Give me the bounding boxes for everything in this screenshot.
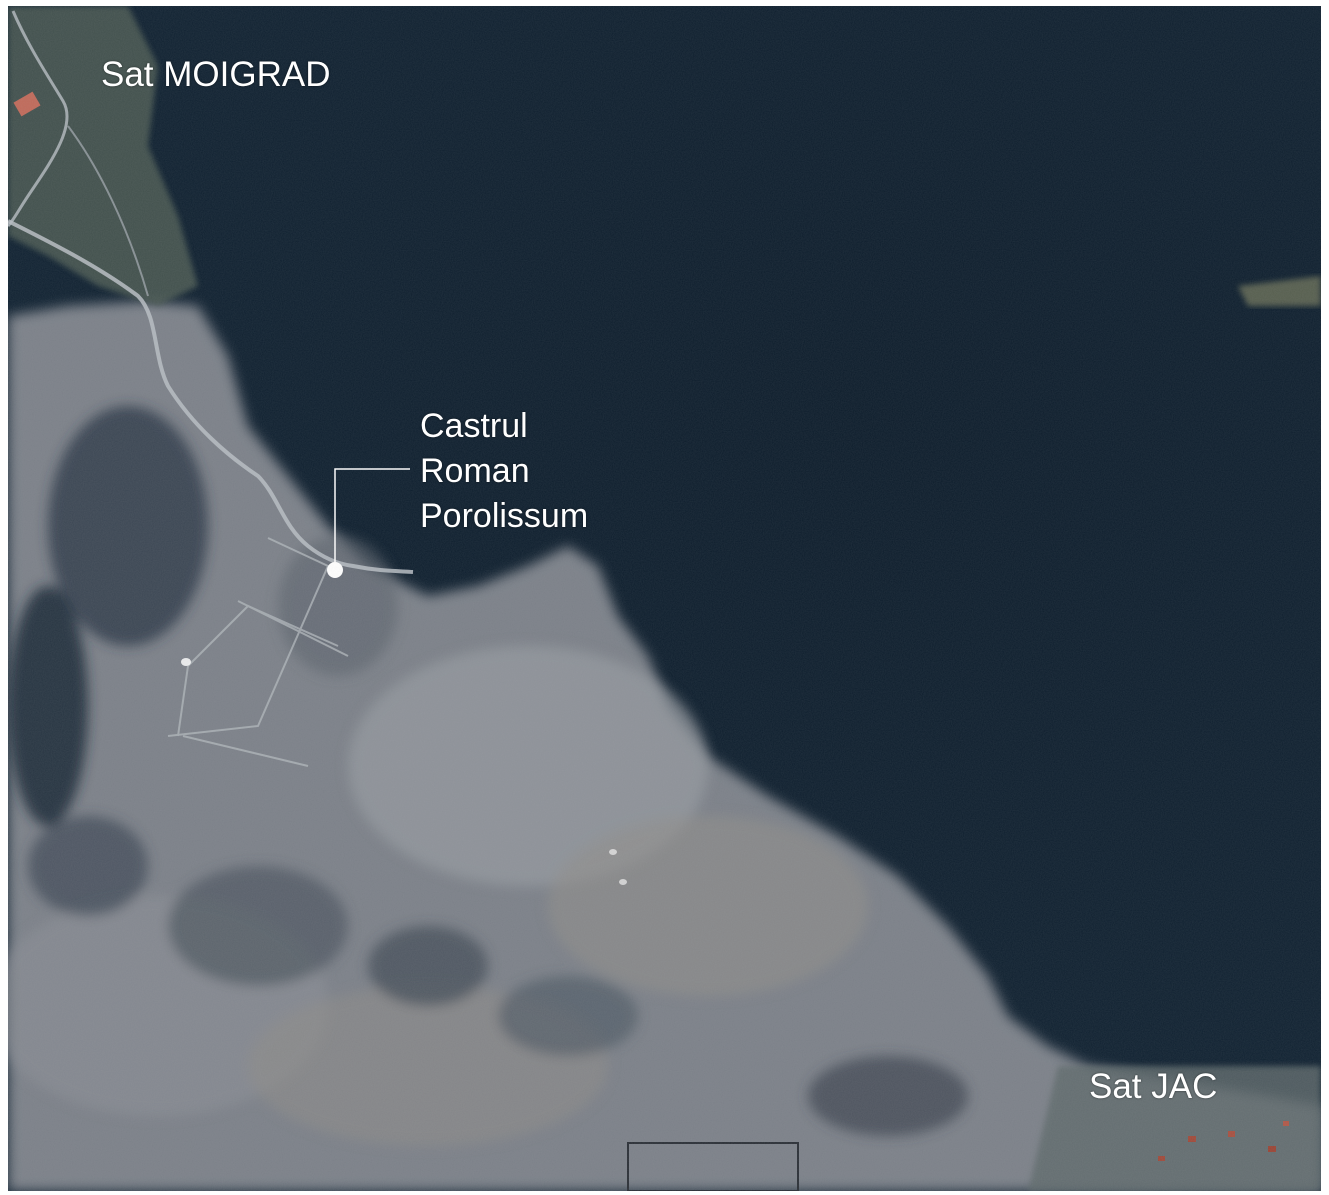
aerial-photo — [8, 6, 1321, 1191]
site-label-line-2: Roman — [420, 452, 530, 490]
village-label-moigrad: Sat MOIGRAD — [101, 55, 331, 94]
site-label-porolissum: Castrul Roman Porolissum — [420, 404, 588, 539]
site-label-line-3: Porolissum — [420, 497, 589, 535]
site-label-line-1: Castrul — [420, 407, 528, 445]
photo-grain — [8, 6, 1321, 1191]
aerial-photo-canvas — [8, 6, 1321, 1191]
village-label-jac: Sat JAC — [1089, 1067, 1218, 1106]
